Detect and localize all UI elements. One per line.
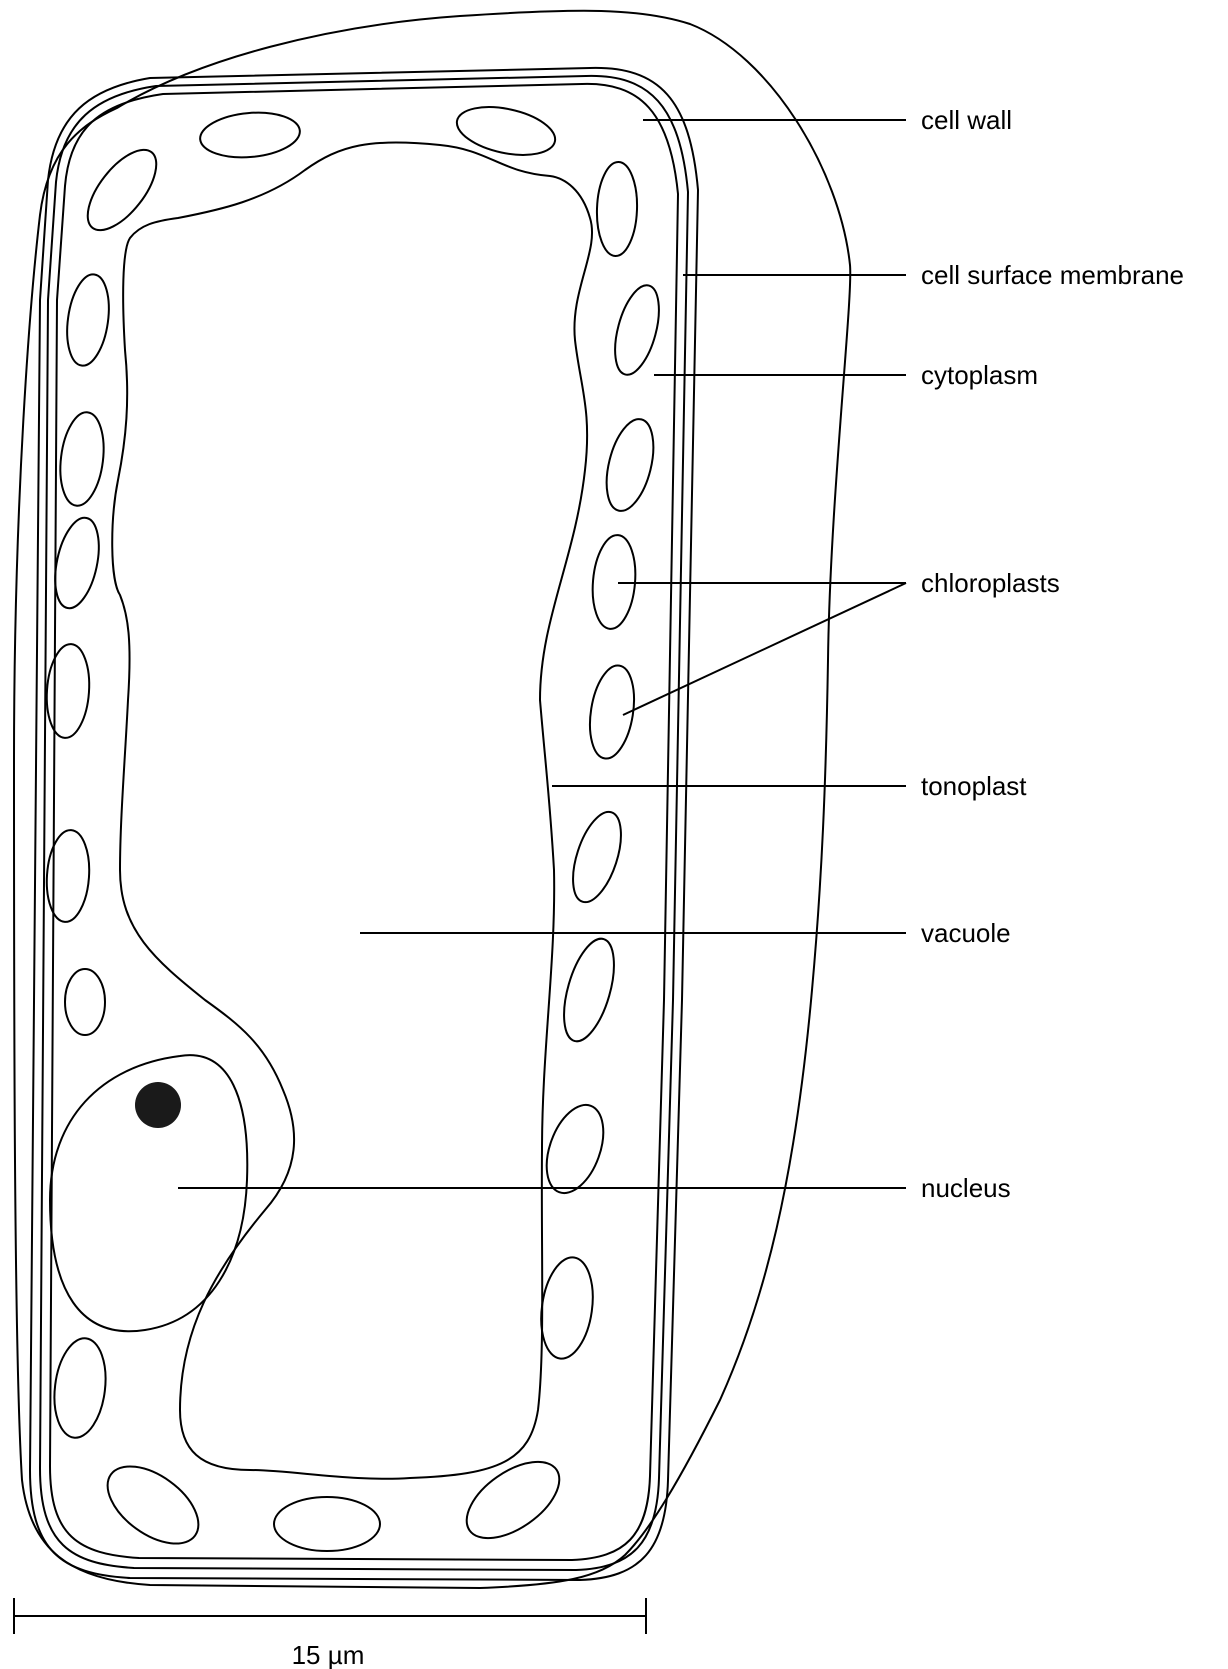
- chloroplast: [55, 410, 108, 508]
- chloroplast: [44, 829, 92, 924]
- chloroplast: [554, 933, 624, 1046]
- cell-wall-label: cell wall: [921, 105, 1012, 135]
- cell-wall-inner-boundary: [30, 68, 698, 1580]
- chloroplast: [563, 806, 630, 908]
- chloroplast: [198, 109, 301, 162]
- nucleolus: [135, 1082, 181, 1128]
- chloroplast-group: [44, 99, 667, 1559]
- scale-bar: 15 µm: [14, 1598, 646, 1669]
- chloroplast: [453, 99, 560, 163]
- cell-wall-outer-boundary: [14, 11, 850, 1588]
- chloroplast: [536, 1097, 614, 1201]
- cell-surface-membrane-label: cell surface membrane: [921, 260, 1184, 290]
- nucleus-label: nucleus: [921, 1173, 1011, 1203]
- vacuole-label: vacuole: [921, 918, 1011, 948]
- chloroplast: [49, 1335, 111, 1440]
- tonoplast: [112, 142, 592, 1478]
- chloroplast: [44, 643, 92, 740]
- chloroplast: [454, 1447, 573, 1554]
- chloroplast: [274, 1497, 380, 1551]
- chloroplast: [62, 272, 114, 369]
- chloroplasts-label: chloroplasts: [921, 568, 1060, 598]
- chloroplast: [75, 139, 169, 242]
- chloroplast: [607, 281, 668, 380]
- tonoplast-label: tonoplast: [921, 771, 1027, 801]
- chloroplast: [535, 1254, 599, 1362]
- scale-bar-label: 15 µm: [292, 1640, 365, 1669]
- chloroplast: [65, 969, 105, 1035]
- chloroplast: [94, 1451, 212, 1559]
- cell-surface-membrane-outer-line: [40, 76, 688, 1570]
- chloroplasts-leader-line-lower: [623, 583, 906, 715]
- chloroplast: [595, 161, 638, 256]
- cytoplasm-label: cytoplasm: [921, 360, 1038, 390]
- chloroplast: [598, 414, 661, 515]
